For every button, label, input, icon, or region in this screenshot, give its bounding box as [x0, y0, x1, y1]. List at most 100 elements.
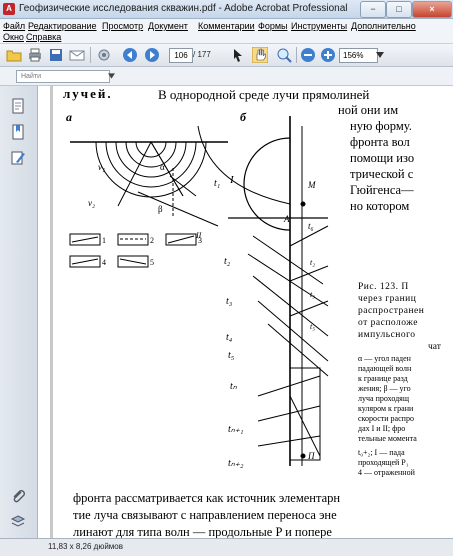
diagram-label: t₂	[310, 258, 316, 267]
save-icon[interactable]	[48, 47, 64, 63]
toolbar-separator	[90, 47, 91, 63]
next-page-icon[interactable]	[144, 47, 160, 63]
print-icon[interactable]	[27, 47, 43, 63]
zoom-tool-icon[interactable]	[276, 47, 292, 63]
note-line: t₀+₂; I — пада	[358, 448, 405, 457]
diagram-label: tₙ₊₁	[228, 424, 244, 435]
pages-icon[interactable]	[10, 98, 26, 114]
doc-right-col-2: ную форму.	[350, 119, 412, 133]
doc-bottom-line-2: тие луча связывают с направлением перено…	[73, 508, 337, 522]
toolbar: 106 / 177 156%	[0, 44, 453, 67]
doc-line-top-left: лучей.	[63, 86, 113, 101]
note-line: куляром к грани	[358, 404, 414, 413]
menu-document[interactable]: Документ	[148, 21, 188, 31]
document-view[interactable]: лучей. В однородной среде лучи прямолине…	[38, 86, 453, 538]
menu-bar: Файл Редактирование Просмотр Документ Ко…	[0, 19, 453, 44]
caption-line-5: импульсного	[358, 330, 416, 340]
diagram-label: A	[284, 214, 290, 224]
menu-tools[interactable]: Инструменты	[291, 21, 348, 31]
note-line: α — угол паден	[358, 354, 411, 363]
diagram-label: t₃	[310, 290, 316, 299]
diagram-label: 3	[198, 236, 202, 245]
zoom-level-select[interactable]: 156%	[339, 48, 378, 63]
diagram-label: 4	[102, 258, 106, 267]
minimize-button[interactable]: −	[360, 1, 386, 18]
page-size-readout: 11,83 x 8,26 дюймов	[48, 542, 123, 551]
title-bar: A Геофизические исследования скважин.pdf…	[0, 0, 453, 19]
navigation-sidebar	[0, 86, 38, 538]
doc-right-col-5: трической с	[350, 167, 414, 181]
note-line: скорости распро	[358, 414, 414, 423]
note-line: луча проходящ	[358, 394, 410, 403]
diagram-label: M	[308, 180, 316, 190]
diagram-label: 5	[150, 258, 154, 267]
diagram-label: I	[230, 174, 234, 186]
page-edge	[50, 86, 53, 538]
diagram-label: t₅	[228, 350, 235, 361]
menu-comments[interactable]: Комментарии	[198, 21, 255, 31]
diagram-label: v₂	[88, 198, 96, 208]
diagram-label: β	[158, 204, 163, 214]
select-arrow-icon[interactable]	[230, 47, 246, 63]
diagram-label: t₄	[226, 332, 233, 343]
note-line: дах I и II; фро	[358, 424, 406, 433]
doc-right-col-7: но котором	[350, 199, 410, 213]
diagram-label: II	[196, 231, 202, 240]
zoom-out-icon[interactable]	[300, 47, 316, 63]
menu-advanced[interactable]: Дополнительно	[351, 21, 416, 31]
doc-right-col-6: Гюйгенса—	[350, 183, 414, 197]
find-dropdown-icon[interactable]	[108, 73, 115, 79]
doc-bottom-line-1: фронта рассматривается как источник элем…	[73, 491, 341, 505]
acrobat-icon: A	[3, 3, 15, 15]
signature-icon[interactable]	[10, 150, 26, 166]
diagram-label: 2	[150, 236, 154, 245]
figure-label-b: б	[240, 110, 246, 124]
hand-tool-icon[interactable]	[252, 47, 268, 63]
chevron-down-icon[interactable]	[376, 52, 384, 58]
open-folder-icon[interactable]	[6, 47, 22, 63]
diagram-label: t₆	[308, 221, 314, 231]
find-input[interactable]: Найти	[16, 70, 110, 83]
caption-line-6: чат	[428, 342, 441, 352]
diagram-label: tₙ	[230, 381, 237, 392]
find-bar: Найти	[0, 67, 453, 86]
page-total: / 177	[193, 50, 211, 59]
close-button[interactable]: ×	[412, 1, 452, 18]
menu-view[interactable]: Просмотр	[102, 21, 144, 31]
doc-right-col-4: помощи изо	[350, 151, 415, 165]
figure-label-a: а	[66, 110, 72, 124]
diagram-label: t₂	[224, 256, 231, 267]
diagram-label: t₃	[226, 296, 233, 307]
menu-forms[interactable]: Формы	[258, 21, 288, 31]
figure-diagram	[69, 116, 329, 466]
menu-window[interactable]: Окно	[3, 32, 24, 42]
menu-file[interactable]: Файл	[3, 21, 26, 31]
doc-right-col-1: ной они им	[338, 103, 399, 117]
diagram-label: t₅	[310, 322, 316, 331]
bookmarks-icon[interactable]	[10, 124, 26, 140]
note-line: жения; β — уго	[358, 384, 411, 393]
status-bar: 11,83 x 8,26 дюймов	[0, 538, 453, 556]
note-line: 4 — отраженной	[358, 468, 415, 477]
menu-edit[interactable]: Редактирование	[28, 21, 97, 31]
caption-line-2: через границ	[358, 294, 417, 304]
menu-help[interactable]: Справка	[26, 32, 62, 42]
email-icon[interactable]	[69, 47, 85, 63]
caption-line-4: от расположе	[358, 318, 418, 328]
diagram-label: П	[308, 451, 315, 461]
note-line: тельные момента	[358, 434, 417, 443]
layers-icon[interactable]	[10, 514, 26, 530]
note-line: проходящей P₁	[358, 458, 409, 467]
prev-page-icon[interactable]	[122, 47, 138, 63]
window-title: Геофизические исследования скважин.pdf -…	[19, 3, 348, 14]
settings-icon[interactable]	[96, 47, 112, 63]
toolbar-separator	[296, 47, 297, 63]
diagram-label: tₙ₊₂	[228, 458, 244, 469]
attachments-icon[interactable]	[10, 488, 26, 504]
doc-right-col-3: фронта вол	[350, 135, 410, 149]
maximize-button[interactable]: □	[386, 1, 412, 18]
page-number-input[interactable]: 106	[169, 48, 193, 63]
zoom-in-icon[interactable]	[320, 47, 336, 63]
note-line: к границе разд	[358, 374, 408, 383]
diagram-label: α	[160, 162, 165, 172]
